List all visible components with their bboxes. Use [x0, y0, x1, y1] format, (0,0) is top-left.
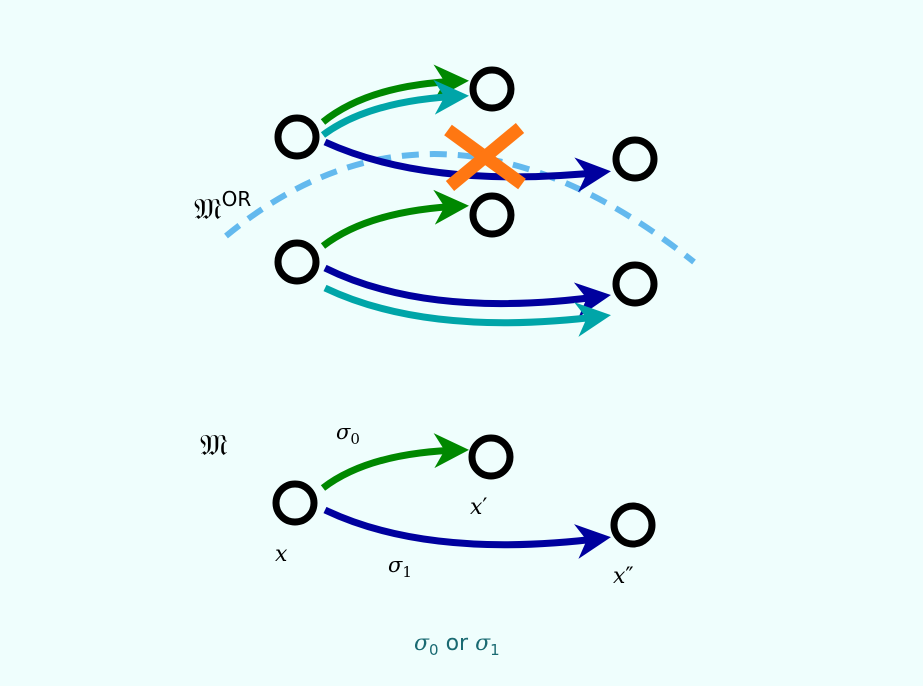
state-x-double-prime-mark: ″ — [625, 564, 633, 589]
caption-or: or — [439, 631, 476, 656]
arrow-sigma1-blue-top-2 — [323, 264, 611, 318]
caption-sigma0: σ — [414, 631, 430, 656]
top-machine: 𝔐OR — [194, 64, 696, 337]
bottom-machine: 𝔐 σ0 σ1 x x′ x″ — [200, 420, 656, 589]
machine-or-label: 𝔐OR — [194, 187, 251, 227]
state-node — [612, 261, 658, 307]
sigma1-subscript: 1 — [402, 563, 412, 581]
sigma0-subscript: 0 — [350, 430, 360, 448]
state-node — [469, 66, 515, 112]
state-x-prime-mark: ′ — [482, 495, 487, 520]
machine-boundary-dashed — [224, 151, 696, 265]
machine-symbol: 𝔐 — [194, 192, 222, 227]
cross-mark — [444, 122, 526, 192]
state-node — [274, 239, 320, 285]
caption-sigma0-sub: 0 — [429, 641, 439, 659]
machine-label: 𝔐 — [200, 428, 228, 463]
sigma0-symbol: σ — [336, 420, 351, 444]
state-node-x — [272, 480, 318, 526]
arrow-sigma1-blue-top-1 — [323, 138, 611, 193]
state-x-double-prime-label: x″ — [613, 564, 634, 589]
machine-superscript: OR — [222, 187, 252, 211]
arrow-sigma1-teal-top-2 — [323, 284, 611, 337]
caption: σ0 or σ1 — [414, 631, 500, 659]
state-node-x-prime — [468, 434, 514, 480]
state-node — [469, 192, 515, 238]
state-node — [612, 136, 658, 182]
sigma1-symbol: σ — [388, 553, 403, 577]
arrow-sigma0-top-2 — [320, 189, 469, 249]
arrow-sigma0 — [320, 433, 469, 491]
state-x-prime-base: x — [470, 495, 483, 520]
arrow-sigma1 — [323, 506, 611, 559]
caption-sigma1-sub: 1 — [490, 641, 500, 659]
state-x-double-prime-base: x — [613, 564, 626, 589]
state-node-x-double-prime — [610, 502, 656, 548]
sigma0-label: σ0 — [336, 420, 360, 448]
caption-sigma1: σ — [475, 631, 491, 656]
state-node — [274, 114, 320, 160]
state-x-prime-label: x′ — [470, 495, 487, 520]
sigma1-label: σ1 — [388, 553, 412, 581]
state-x-label: x — [275, 542, 288, 567]
arrow-sigma1-teal-top-1 — [320, 79, 469, 138]
